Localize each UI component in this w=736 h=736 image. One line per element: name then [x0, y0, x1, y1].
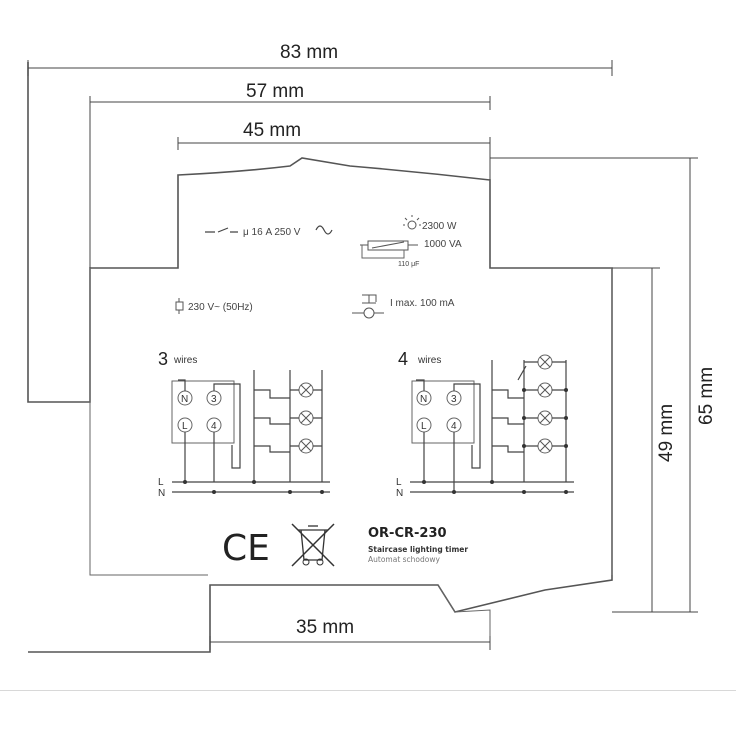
- term-4-label: 4: [211, 421, 217, 432]
- term-n-label: N: [420, 394, 427, 405]
- dim-49mm: 49 mm: [612, 267, 677, 612]
- three-line-l: L: [158, 477, 164, 488]
- panel-left-edge: [89, 268, 208, 576]
- dim-49mm-label: 49 mm: [656, 404, 677, 462]
- ac-wave-icon: [315, 225, 333, 235]
- lamp-power-label: 2300 W: [422, 221, 457, 232]
- four-line-n: N: [396, 488, 403, 499]
- three-wires-word: wires: [173, 355, 197, 366]
- term-l-label: L: [421, 421, 427, 432]
- four-wires-number: 4: [398, 349, 408, 369]
- lamp-spec: 2300 W: [403, 215, 457, 232]
- dim-57mm: 57 mm: [89, 81, 491, 268]
- bulb-icon: [403, 215, 421, 230]
- bottom-clip-step: [437, 584, 491, 650]
- term-l-label: L: [182, 421, 188, 432]
- dim-83mm: 83 mm: [27, 42, 613, 76]
- contact-icon: [205, 227, 238, 233]
- lamp-icon: [298, 382, 314, 398]
- capacitance-label: 110 μF: [398, 261, 419, 268]
- dim-45mm-label: 45 mm: [243, 120, 301, 141]
- four-line-l: L: [396, 477, 402, 488]
- dim-45mm: 45 mm: [177, 120, 491, 180]
- term-4-label: 4: [451, 421, 457, 432]
- model-name: OR-CR-230: [368, 526, 447, 541]
- dim-65mm: 65 mm: [490, 157, 717, 613]
- fluorescent-spec: 1000 VA 110 μF: [360, 239, 462, 268]
- dim-83mm-label: 83 mm: [280, 42, 338, 63]
- term-n-label: N: [181, 394, 188, 405]
- four-wires-word: wires: [417, 355, 441, 366]
- dim-35mm-label: 35 mm: [296, 617, 354, 638]
- current-spec-label: I max. 100 mA: [390, 298, 455, 309]
- lamp-icon: [537, 382, 553, 398]
- device-outline: [27, 62, 613, 653]
- lamp-icon: [537, 410, 553, 426]
- fluor-power-label: 1000 VA: [424, 239, 462, 250]
- pushbutton-icon: [352, 294, 384, 319]
- term-3-label: 3: [451, 394, 457, 405]
- three-line-n: N: [158, 488, 165, 499]
- lamp-icon: [298, 410, 314, 426]
- coil-spec: 230 V~ (50Hz): [175, 298, 253, 314]
- ce-mark: CE: [222, 528, 270, 569]
- product-description: Staircase lighting timer: [368, 545, 468, 554]
- product-description-pl: Automat schodowy: [368, 555, 440, 564]
- wiring-3-wires: 3 wires N L 3 4 L N: [158, 349, 330, 499]
- lamp-icon: [537, 438, 553, 454]
- contact-spec-label: μ 16 A 250 V: [243, 227, 301, 238]
- three-wires-number: 3: [158, 349, 168, 369]
- coil-spec-label: 230 V~ (50Hz): [188, 302, 253, 313]
- wiring-4-wires: 4 wires N L 3 4 L N: [396, 349, 574, 499]
- four-terminal-block: [411, 380, 475, 444]
- current-spec: I max. 100 mA: [352, 294, 455, 319]
- lamp-icon: [298, 438, 314, 454]
- weee-bin-icon: [291, 523, 335, 567]
- dim-57mm-label: 57 mm: [246, 81, 304, 102]
- lamp-icon: [537, 354, 553, 370]
- dim-65mm-label: 65 mm: [696, 367, 717, 425]
- term-3-label: 3: [211, 394, 217, 405]
- bottom-divider: [0, 690, 736, 691]
- dim-35mm: 35 mm: [209, 617, 491, 650]
- fluorescent-tube-icon: [360, 240, 418, 259]
- coil-icon: [175, 298, 184, 314]
- three-terminal-block: [171, 380, 235, 444]
- contact-spec: μ 16 A 250 V: [205, 225, 333, 238]
